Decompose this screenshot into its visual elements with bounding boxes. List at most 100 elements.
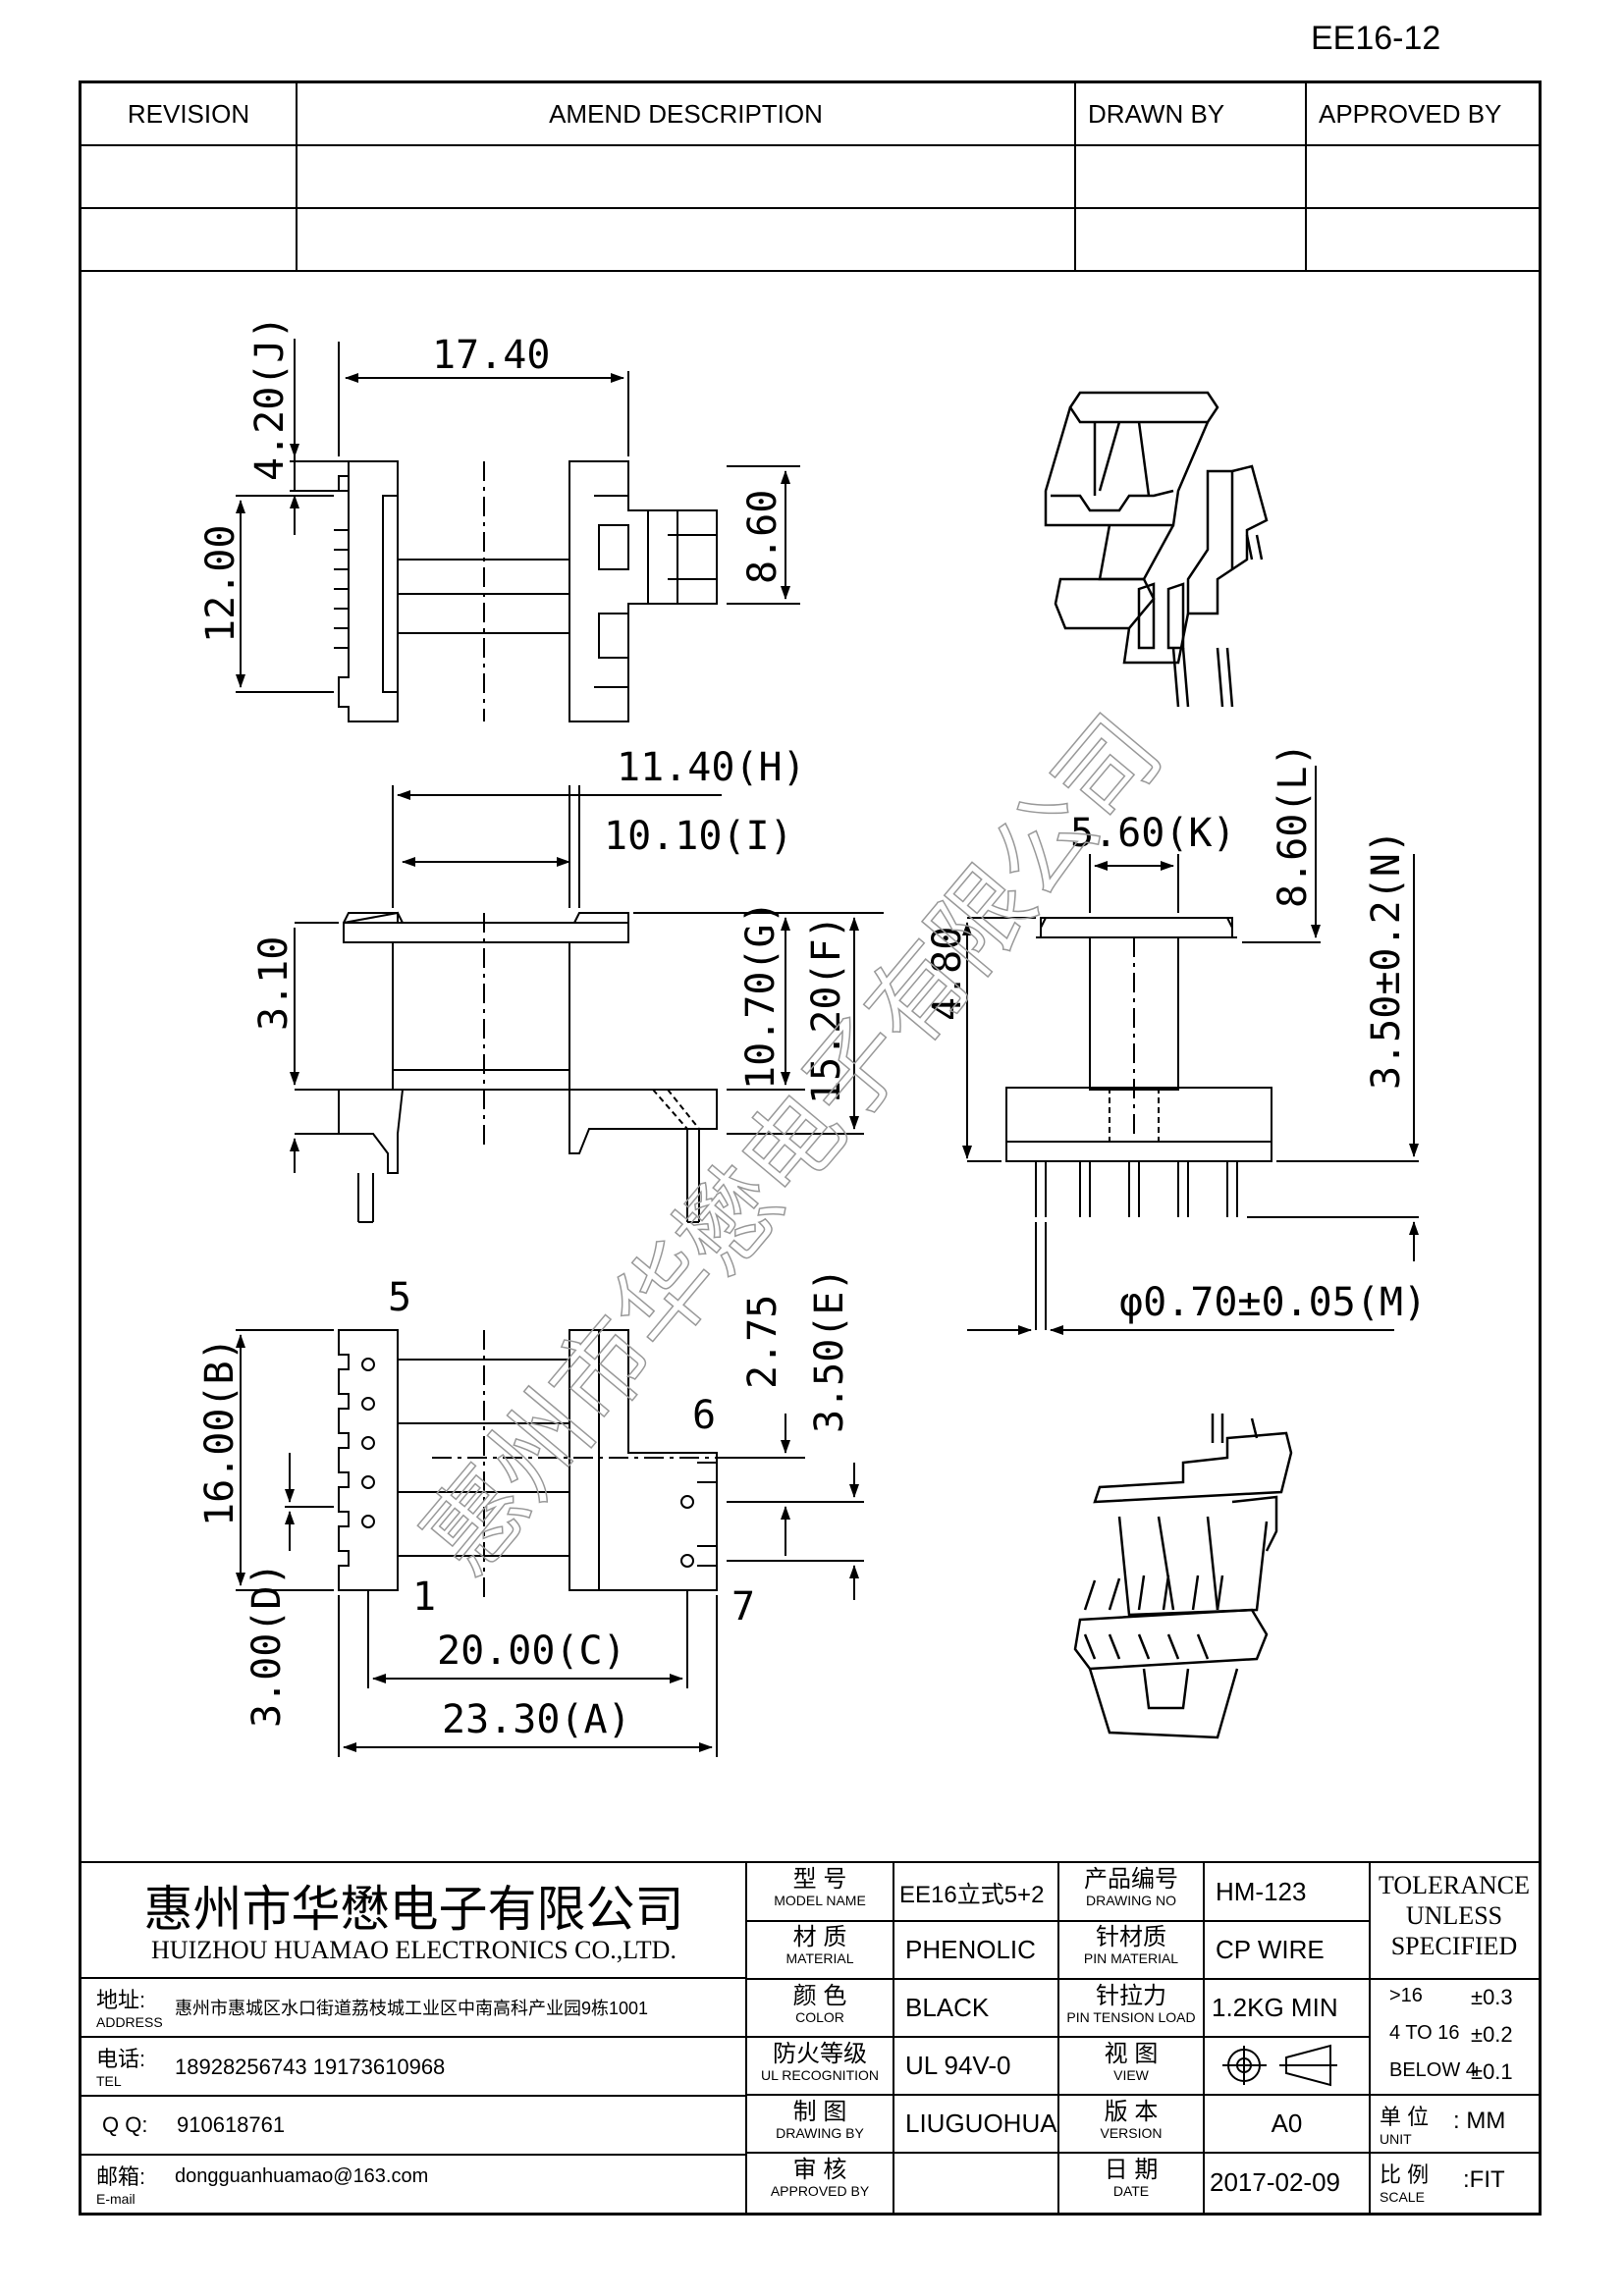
- model-label-en: MODEL NAME: [774, 1893, 866, 1908]
- tolerance-range-3: BELOW 4: [1389, 2059, 1477, 2081]
- view-symbol: [1204, 2037, 1370, 2095]
- pin-tension-value: 1.2KG MIN: [1212, 1993, 1338, 2022]
- drawing-frame: [79, 80, 1542, 2216]
- version-value: A0: [1271, 2109, 1303, 2138]
- ul-label-cn: 防火等级: [773, 2041, 867, 2067]
- version-label-cn: 版 本: [1104, 2099, 1159, 2125]
- tolerance-range-2: 4 TO 16: [1389, 2022, 1460, 2044]
- dim-end-n: 3.50±0.2(N): [1364, 829, 1409, 1090]
- approved-by-header: APPROVED BY: [1307, 83, 1539, 146]
- drawing-by-label-cn: 制 图: [792, 2099, 847, 2125]
- approved-by-label-cn: 审 核: [792, 2157, 847, 2183]
- end-view: [962, 766, 1419, 1335]
- email-label-cn: 邮箱:: [96, 2164, 146, 2189]
- dim-side-i: 10.10(I): [604, 814, 793, 859]
- tolerance-title-line: UNLESS: [1405, 1901, 1503, 1930]
- tolerance-range-1: >16: [1389, 1985, 1423, 2006]
- dim-end-k: 5.60(K): [1070, 811, 1236, 856]
- scale-label-cn: 比 例: [1380, 2163, 1430, 2187]
- model-label-cn: 型 号: [792, 1866, 847, 1893]
- dim-top-j: 4.20(J): [247, 315, 293, 481]
- amend-cell: [298, 209, 1076, 272]
- drawing-no-label-cn: 产品编号: [1084, 1866, 1178, 1893]
- pin-material-label-en: PIN MATERIAL: [1083, 1950, 1179, 1966]
- dim-bottom-gap: 2.75: [740, 1295, 785, 1389]
- side-view: [290, 785, 884, 1223]
- address-value: 惠州市惠城区水口街道荔枝城工业区中南高科产业园9栋1001: [175, 1999, 649, 2018]
- drawn-by-header: DRAWN BY: [1076, 83, 1307, 146]
- ul-value: UL 94V-0: [905, 2051, 1011, 2080]
- ul-label-en: UL RECOGNITION: [760, 2067, 880, 2083]
- revision-cell: [81, 146, 298, 209]
- drawing-by-value: LIUGUOHUA: [905, 2109, 1057, 2138]
- dim-top-width: 17.40: [432, 333, 550, 378]
- dim-pin-diameter: φ0.70±0.05(M): [1119, 1280, 1427, 1325]
- approved-cell: [1307, 146, 1539, 209]
- tel-value: 18928256743 19173610968: [175, 2055, 446, 2079]
- address-label-en: ADDRESS: [96, 2014, 163, 2030]
- color-label-cn: 颜 色: [792, 1983, 847, 2009]
- dim-top-height: 12.00: [198, 525, 244, 643]
- color-label-en: COLOR: [795, 2009, 844, 2025]
- pin-tension-label-en: PIN TENSION LOAD: [1066, 2009, 1196, 2025]
- tel-label-en: TEL: [96, 2073, 122, 2089]
- tolerance-title: TOLERANCE UNLESS SPECIFIED: [1370, 1870, 1539, 1961]
- dim-side-h: 11.40(H): [617, 745, 806, 790]
- address-label-cn: 地址:: [96, 1988, 146, 2012]
- company-name-cn: 惠州市华懋电子有限公司: [143, 1881, 684, 1938]
- view-label-en: VIEW: [1113, 2067, 1149, 2083]
- version-label-en: VERSION: [1100, 2125, 1163, 2141]
- dim-side-f: 15.20(F): [804, 915, 849, 1104]
- unit-value: : MM: [1453, 2108, 1506, 2134]
- revision-header: REVISION: [81, 83, 298, 146]
- approved-cell: [1307, 209, 1539, 272]
- part-number: EE16-12: [1311, 20, 1441, 57]
- pin-material-label-cn: 针材质: [1096, 1924, 1166, 1950]
- pin-material-value: CP WIRE: [1216, 1935, 1325, 1964]
- revision-cell: [81, 209, 298, 272]
- email-label-en: E-mail: [96, 2191, 135, 2207]
- pin-label-5: 5: [388, 1275, 411, 1320]
- title-block-grid: [81, 1861, 1539, 2213]
- scale-label-en: SCALE: [1380, 2189, 1425, 2205]
- dim-top-right: 8.60: [740, 490, 785, 584]
- tolerance-value-2: ±0.2: [1471, 2022, 1513, 2047]
- dim-end-height: 4.80: [925, 927, 970, 1021]
- company-name-en: HUIZHOU HUAMAO ELECTRONICS CO.,LTD.: [151, 1936, 677, 1964]
- pin-tension-label-cn: 针拉力: [1096, 1983, 1166, 2009]
- amend-cell: [298, 146, 1076, 209]
- bottom-view: [236, 1329, 864, 1757]
- tel-label-cn: 电话:: [96, 2047, 146, 2071]
- unit-label-cn: 单 位: [1380, 2105, 1430, 2129]
- isometric-view-bottom: [1073, 1414, 1293, 1739]
- email-value: dongguanhuamao@163.com: [175, 2165, 429, 2187]
- dim-bottom-d: 3.00(D): [244, 1562, 290, 1728]
- approved-by-label-en: APPROVED BY: [770, 2183, 870, 2199]
- qq-value: 910618761: [177, 2112, 286, 2137]
- qq-label: Q Q:: [102, 2112, 148, 2137]
- isometric-view-top: [1044, 391, 1269, 708]
- material-value: PHENOLIC: [905, 1935, 1036, 1964]
- tolerance-title-line: TOLERANCE: [1378, 1871, 1531, 1899]
- approved-by-value: [893, 2153, 1058, 2213]
- drawn-cell: [1076, 146, 1307, 209]
- color-value: BLACK: [905, 1993, 990, 2022]
- dim-bottom-b: 16.00(B): [197, 1337, 243, 1526]
- drawing-by-label-en: DRAWING BY: [776, 2125, 864, 2141]
- drawing-no-label-en: DRAWING NO: [1085, 1893, 1177, 1908]
- pin-label-7: 7: [731, 1584, 755, 1629]
- dim-bottom-e: 3.50(E): [807, 1267, 852, 1433]
- pin-label-6: 6: [692, 1393, 716, 1438]
- drawing-no-value: HM-123: [1216, 1876, 1307, 1906]
- pin-label-1: 1: [412, 1575, 436, 1620]
- dim-bottom-c: 20.00(C): [437, 1629, 626, 1674]
- dim-end-l: 8.60(L): [1271, 742, 1316, 908]
- unit-label-en: UNIT: [1380, 2131, 1412, 2147]
- dim-side-left: 3.10: [251, 936, 297, 1031]
- dim-bottom-a: 23.30(A): [442, 1697, 631, 1742]
- tolerance-value-1: ±0.3: [1471, 1985, 1513, 2009]
- tolerance-value-3: ±0.1: [1471, 2059, 1513, 2084]
- material-label-cn: 材 质: [792, 1924, 847, 1950]
- date-label-cn: 日 期: [1104, 2157, 1159, 2183]
